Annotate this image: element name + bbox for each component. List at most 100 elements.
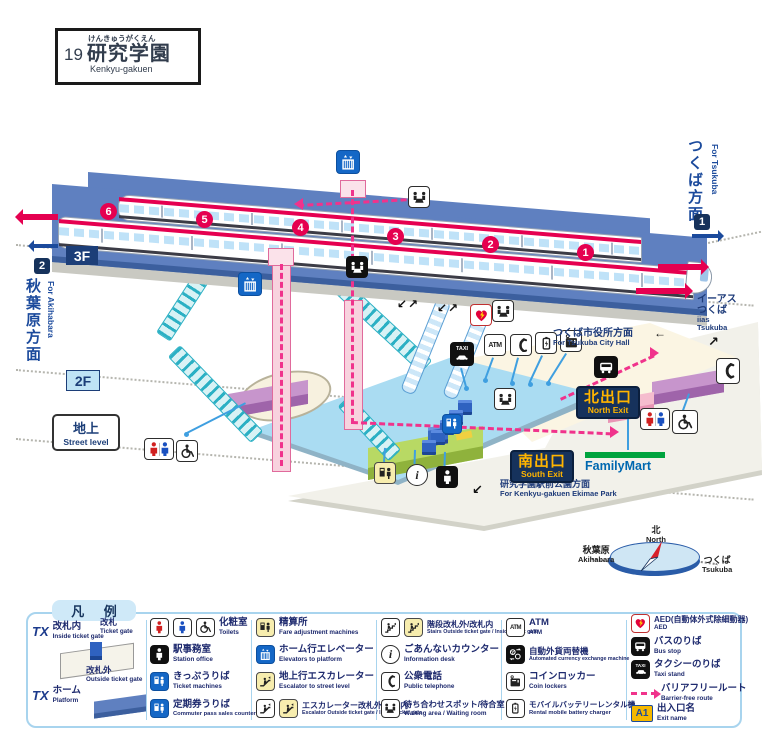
aed-icon [631,614,650,633]
direction-arrow-tsukuba [692,230,724,242]
train-direction-arrow-east [658,259,709,275]
ticket-jp: きっぷうりば [173,671,230,683]
legend-divider [251,620,252,720]
iias-en2: Tsukuba [697,323,728,333]
legend-platform-jp: ホーム [52,685,81,696]
barrier-free-jp: バリアフリールート [661,683,747,694]
compass-aki-en: Akihabara [578,554,615,564]
exchange-jp: 自動外貨両替機 [529,645,589,656]
office-jp: 駅事務室 [173,644,212,656]
taxi-icon: TAXI [631,660,650,679]
city-hall-arrow: ← [654,326,666,340]
direction-akihabara-jp: 秋葉原方面 [24,278,41,363]
legend-inside-jp: 改札内 [52,621,82,632]
atm-icon: ATM [484,334,506,356]
station-office-icon [150,645,169,664]
legend-header: 凡 例 [52,600,136,621]
legend-divider [376,620,377,720]
phone-icon [510,334,532,356]
legend-gate-jp: 改札 [100,617,118,627]
esc-street-jp: 地上行エスカレーター [279,671,375,683]
compass-north-jp: 北 [651,525,661,535]
commuter-pass-icon [150,699,169,718]
commuter-jp: 定期券うりば [173,698,231,710]
street-level-jp: 地上 [72,421,99,436]
bus-jp: バスのりば [654,636,702,648]
waiting-en: Waiting area / Waiting room [404,709,487,717]
station-sign: けんきゅうがくえん 19 研究学園 Kenkyu-gakuen [55,28,201,85]
atm-glyph: ATM [509,624,522,631]
callout-dot [546,381,551,386]
exit-name-en: Exit name [657,714,687,722]
bus-icon [594,356,618,378]
dest-park: 研究学園駅前公園方面 For Kenkyu-gakuen Ekimae Park [500,479,617,498]
tx-logo: TX [32,623,49,639]
iias-jp1: イーアス [697,294,737,305]
toilets-icon [144,438,174,460]
atm-en: ATM [529,629,543,637]
information-icon: i [381,645,400,664]
legend-outside-jp: 改札外 [86,665,112,675]
callout-dot [464,386,469,391]
fare-en: Fare adjustment machines [279,629,359,637]
aed-icon [470,304,492,326]
legend-gate-en: Ticket gate [100,627,133,635]
coin-locker-icon [506,672,525,691]
toilets-icon [640,408,670,430]
legend-area-gate: 改札 Ticket gate [100,617,133,635]
commuter-en: Commuter pass sales counter [173,710,256,717]
waiting-area-icon [381,699,400,718]
exit-name-badge: A1 [631,704,653,722]
compass-tsukuba: つくば Tsukuba [702,555,732,574]
ticket-machines-icon [150,672,169,691]
train-direction-arrow-east [636,283,693,299]
elevator-icon [256,645,275,664]
phone-icon [381,672,400,691]
taxi-icon: TAXI [450,342,474,366]
elevator-jp: ホーム行エレベーター [279,644,374,656]
elevator-en: Elevators to platform [279,656,342,664]
barrier-free-en: Barrier-free route [661,694,713,702]
waiting-jp: 待ち合わせスポット/待合室 [404,700,505,710]
station-furigana: けんきゅうがくえん [88,34,156,43]
escalator-inside-icon [279,699,298,718]
esc-gates-jp: エスカレーター改札外/改札内 [302,700,409,710]
street-level-en: Street level [63,437,109,447]
north-exit-badge: 北出口 North Exit [576,386,641,419]
track-1-badge: 1 [694,214,710,230]
wheelchair-icon [672,410,698,434]
legend-panel [26,612,742,728]
elevator-icon [238,272,262,296]
callout-dot [483,378,488,383]
legend-divider [146,620,147,720]
car-number-1: 1 [577,244,594,261]
waiting-room-icon [346,256,368,278]
phone-jp: 公衆電話 [404,671,443,683]
floor-label-3f: 3F [66,246,98,265]
info-glyph: i [388,647,393,661]
escalator-icon [256,672,275,691]
ticket-gate [422,440,436,455]
toilets-jp: 化粧室 [219,617,248,629]
north-exit-jp: 北出口 [584,389,633,406]
fare-adjustment-icon [374,462,396,484]
track-2-badge: 2 [34,258,50,274]
bus-icon [631,637,650,656]
exit-name-jp: 出入口名 [657,703,696,714]
train-direction-arrow-west [15,209,58,225]
route-arrowhead [650,347,665,359]
station-name-en: Kenkyu-gakuen [90,64,153,74]
compass-akihabara: 秋葉原 Akihabara [578,545,615,564]
legend-divider [501,620,502,720]
esc-gates-en: Escalator Outside ticket gate / Inside t… [302,710,423,717]
